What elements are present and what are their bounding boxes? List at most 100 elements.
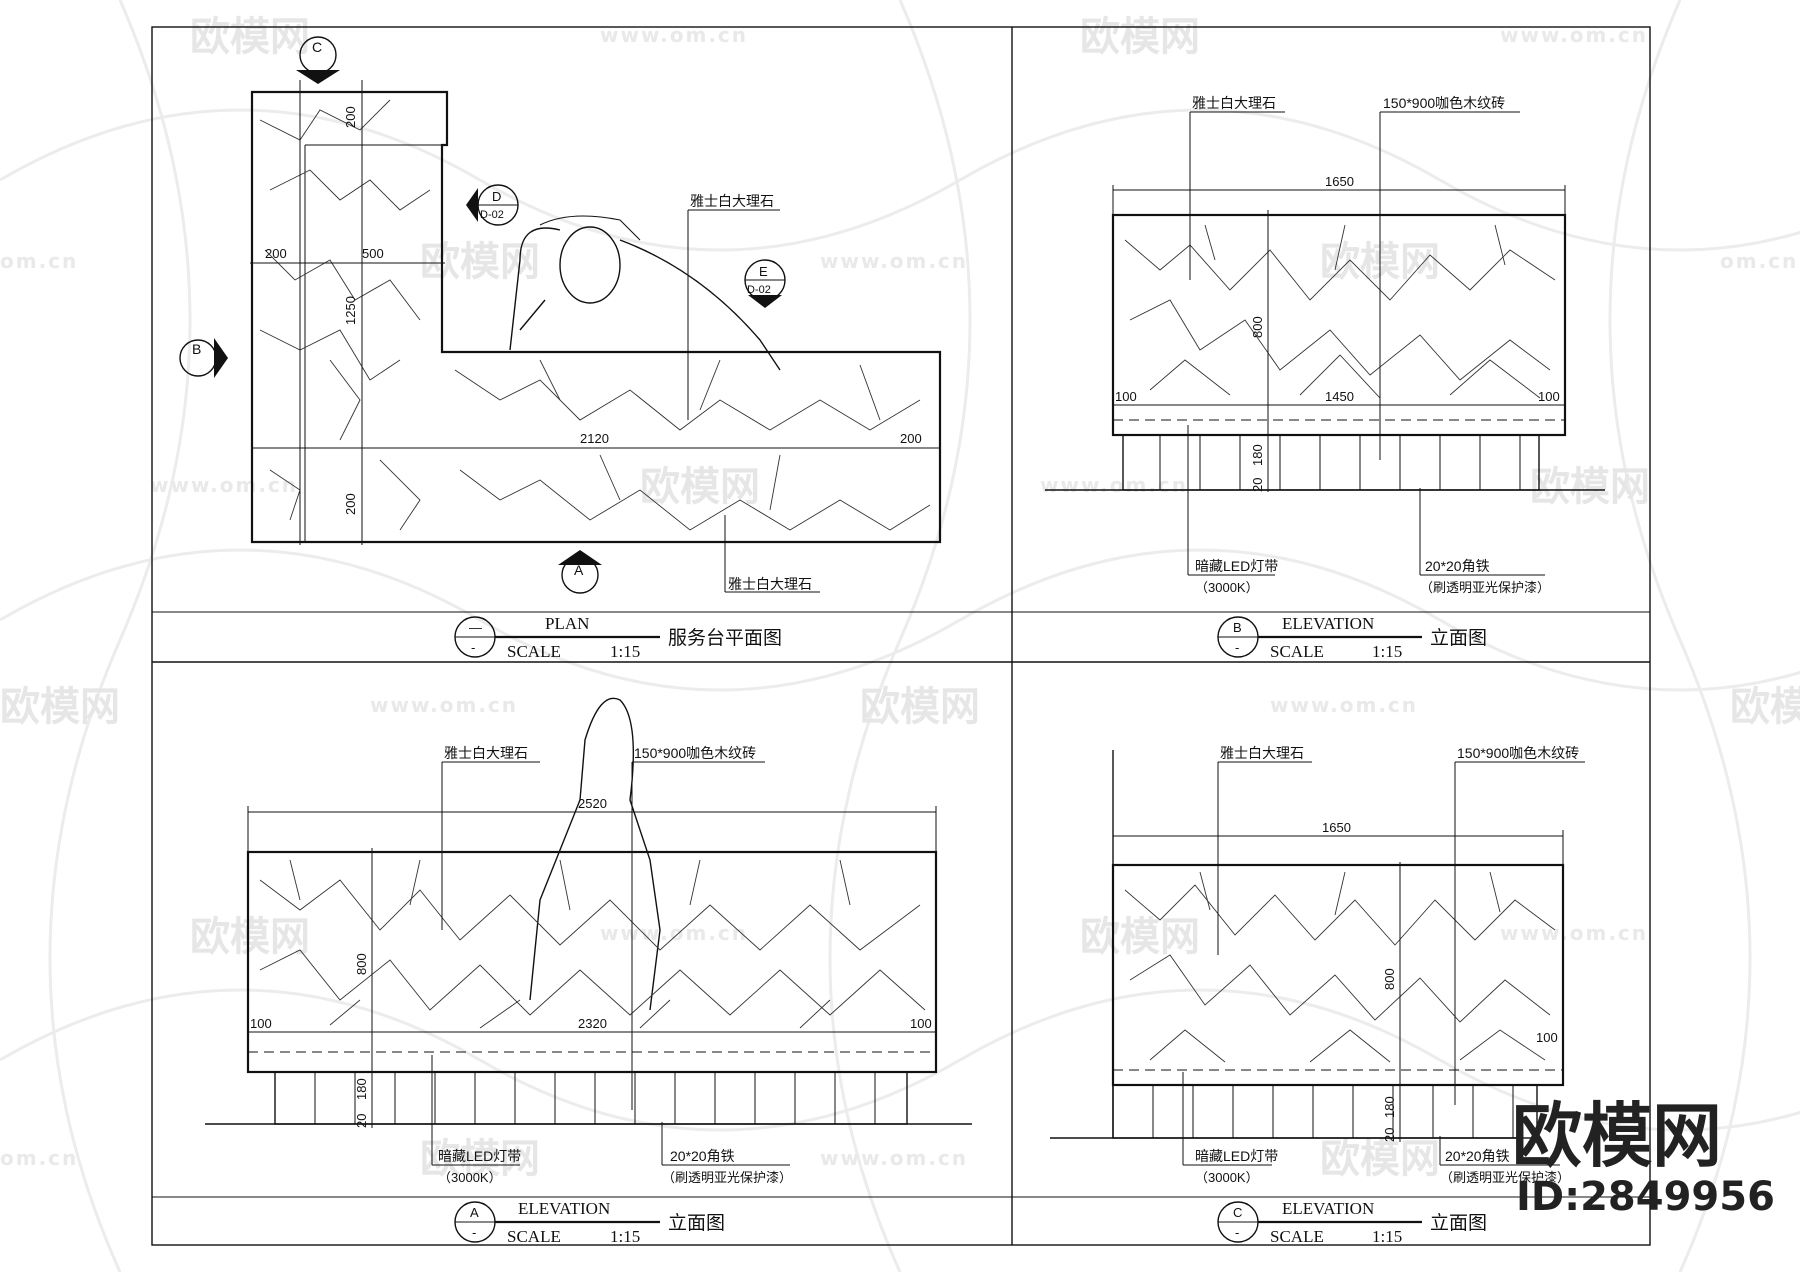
watermark-url: www.om.cn — [820, 249, 968, 273]
marker-a: A — [558, 550, 602, 594]
plan-title-block: — - PLAN SCALE 1:15 服务台平面图 — [454, 614, 782, 661]
plan-dimension-labels: 200 1250 200 200 500 2120 200 — [265, 106, 922, 515]
elev-a-circle-bottom: - — [472, 1225, 476, 1240]
elev-a-type: ELEVATION — [518, 1199, 610, 1218]
plan-annotations: 雅士白大理石 雅士白大理石 — [687, 193, 820, 593]
dim-left-b: 100 — [1115, 389, 1137, 404]
note-angle-a: 20*20角铁 — [670, 1148, 735, 1164]
watermark-url: www.om.cn — [1270, 693, 1418, 717]
section-markers-plan: C B A D D-02 E — [179, 36, 786, 594]
dim-base-c: 180 — [1382, 1096, 1397, 1118]
note-angle-sub-c: （刷透明亚光保护漆） — [1440, 1170, 1570, 1185]
watermark-brand: 欧模网 — [190, 914, 310, 960]
dim-height-a: 800 — [354, 953, 369, 975]
elev-a-annotations: 雅士白大理石 150*900咖色木纹砖 暗藏LED灯带 （3000K） 20*2… — [431, 745, 792, 1185]
watermark-url: www.om.cn — [600, 921, 748, 945]
brand-logo-text: 欧模网 — [1512, 1095, 1722, 1177]
marble-veins-c — [1124, 871, 1556, 1063]
note-marble-bottom: 雅士白大理石 — [728, 576, 812, 592]
marker-d-label: D — [492, 189, 501, 204]
marker-c: C — [296, 36, 340, 84]
note-led-c: 暗藏LED灯带 — [1195, 1148, 1278, 1164]
brand-id: ID:2849956 — [1516, 1174, 1775, 1220]
marker-e-label: E — [759, 264, 768, 279]
plan-type: PLAN — [545, 614, 589, 633]
watermark-brand: 欧模网 — [1730, 684, 1800, 730]
marker-b: B — [179, 338, 228, 378]
sheet-frame — [151, 26, 1651, 1246]
note-angle-c: 20*20角铁 — [1445, 1148, 1510, 1164]
note-led-sub-a: （3000K） — [438, 1170, 502, 1185]
elev-c-circle-top: C — [1233, 1205, 1242, 1220]
elev-c-circle-bottom: - — [1235, 1225, 1239, 1240]
elev-b-circle-top: B — [1233, 620, 1242, 635]
watermark-url: www.om.cn — [1500, 921, 1648, 945]
note-marble-top: 雅士白大理石 — [690, 193, 774, 209]
elev-b-type: ELEVATION — [1282, 614, 1374, 633]
note-led-sub-c: （3000K） — [1195, 1170, 1259, 1185]
counter-face-c — [1111, 863, 1565, 1087]
watermark-brand: 欧模网 — [640, 464, 760, 510]
watermark-brand: 欧模网 — [0, 684, 120, 730]
dim-bottom-b: 20 — [1250, 478, 1265, 492]
elevation-c-panel: 1650 100 800 180 20 雅士白大理石 150*900咖色木纹砖 … — [1050, 745, 1585, 1246]
watermark-brand: 欧模网 — [1320, 1136, 1440, 1182]
elev-c-scale: 1:15 — [1372, 1227, 1402, 1246]
marker-d: D D-02 — [466, 184, 519, 226]
note-marble-a: 雅士白大理石 — [444, 745, 528, 761]
watermark-brand: 欧模网 — [1530, 464, 1650, 510]
dim-200-bottom: 200 — [343, 493, 358, 515]
marker-a-label: A — [574, 562, 584, 578]
elev-b-scale: 1:15 — [1372, 642, 1402, 661]
brand-stamp: 欧模网 ID:2849956 — [1512, 1095, 1775, 1220]
watermark-url: www.om.cn — [370, 693, 518, 717]
elev-a-circle-top: A — [470, 1205, 479, 1220]
dim-right-a: 100 — [910, 1016, 932, 1031]
dim-right-b: 100 — [1538, 389, 1560, 404]
note-led-sub-b: （3000K） — [1195, 580, 1259, 595]
dim-width-a: 2520 — [578, 796, 607, 811]
note-marble-c: 雅士白大理石 — [1220, 745, 1304, 761]
dim-width-c: 1650 — [1322, 820, 1351, 835]
dim-inner-a: 2320 — [578, 1016, 607, 1031]
watermark-brand: 欧模网 — [420, 1136, 540, 1182]
dim-200-right: 200 — [900, 431, 922, 446]
elevation-a-panel: 2520 2320 100 100 800 180 20 雅士白大理石 150*… — [205, 697, 972, 1246]
dim-height-c: 800 — [1382, 968, 1397, 990]
watermark-url: www.om.cn — [820, 1146, 968, 1170]
elev-b-annotations: 雅士白大理石 150*900咖色木纹砖 暗藏LED灯带 （3000K） 20*2… — [1187, 95, 1550, 595]
dim-bottom-c: 20 — [1382, 1128, 1397, 1142]
person-plan-figure — [509, 215, 781, 371]
elev-a-scale: 1:15 — [610, 1227, 640, 1246]
dim-left-a: 100 — [250, 1016, 272, 1031]
elev-c-type: ELEVATION — [1282, 1199, 1374, 1218]
dim-inner-b: 1450 — [1325, 389, 1354, 404]
elev-a-title-block: A - ELEVATION SCALE 1:15 立面图 — [454, 1199, 725, 1246]
elev-a-title: 立面图 — [668, 1212, 725, 1234]
dim-base-b: 180 — [1250, 444, 1265, 466]
marble-veins-plan — [259, 99, 931, 531]
elev-b-scale-label: SCALE — [1270, 642, 1324, 661]
dim-200-left: 200 — [265, 246, 287, 261]
dim-height-b: 800 — [1250, 316, 1265, 338]
marker-e: E D-02 — [744, 259, 786, 308]
dim-200-top: 200 — [343, 106, 358, 128]
marker-e-ref: D-02 — [747, 284, 771, 296]
dim-base-a: 180 — [354, 1078, 369, 1100]
watermark-url: om.cn — [0, 249, 78, 273]
watermark-url: om.cn — [0, 1146, 78, 1170]
marble-veins-b — [1124, 224, 1556, 399]
note-marble-b: 雅士白大理石 — [1192, 95, 1276, 111]
plan-circle-bottom: - — [471, 640, 475, 655]
note-tile-a: 150*900咖色木纹砖 — [634, 745, 756, 761]
marble-veins-a — [259, 859, 926, 1029]
plan-scale-label: SCALE — [507, 642, 561, 661]
watermark-brand: 欧模网 — [190, 14, 310, 60]
base-plinth-a — [274, 1071, 908, 1125]
note-tile-b: 150*900咖色木纹砖 — [1383, 95, 1505, 111]
plan-panel: 200 1250 200 200 500 2120 200 雅士白大理石 雅士白… — [179, 36, 942, 661]
note-tile-c: 150*900咖色木纹砖 — [1457, 745, 1579, 761]
note-angle-b: 20*20角铁 — [1425, 558, 1490, 574]
